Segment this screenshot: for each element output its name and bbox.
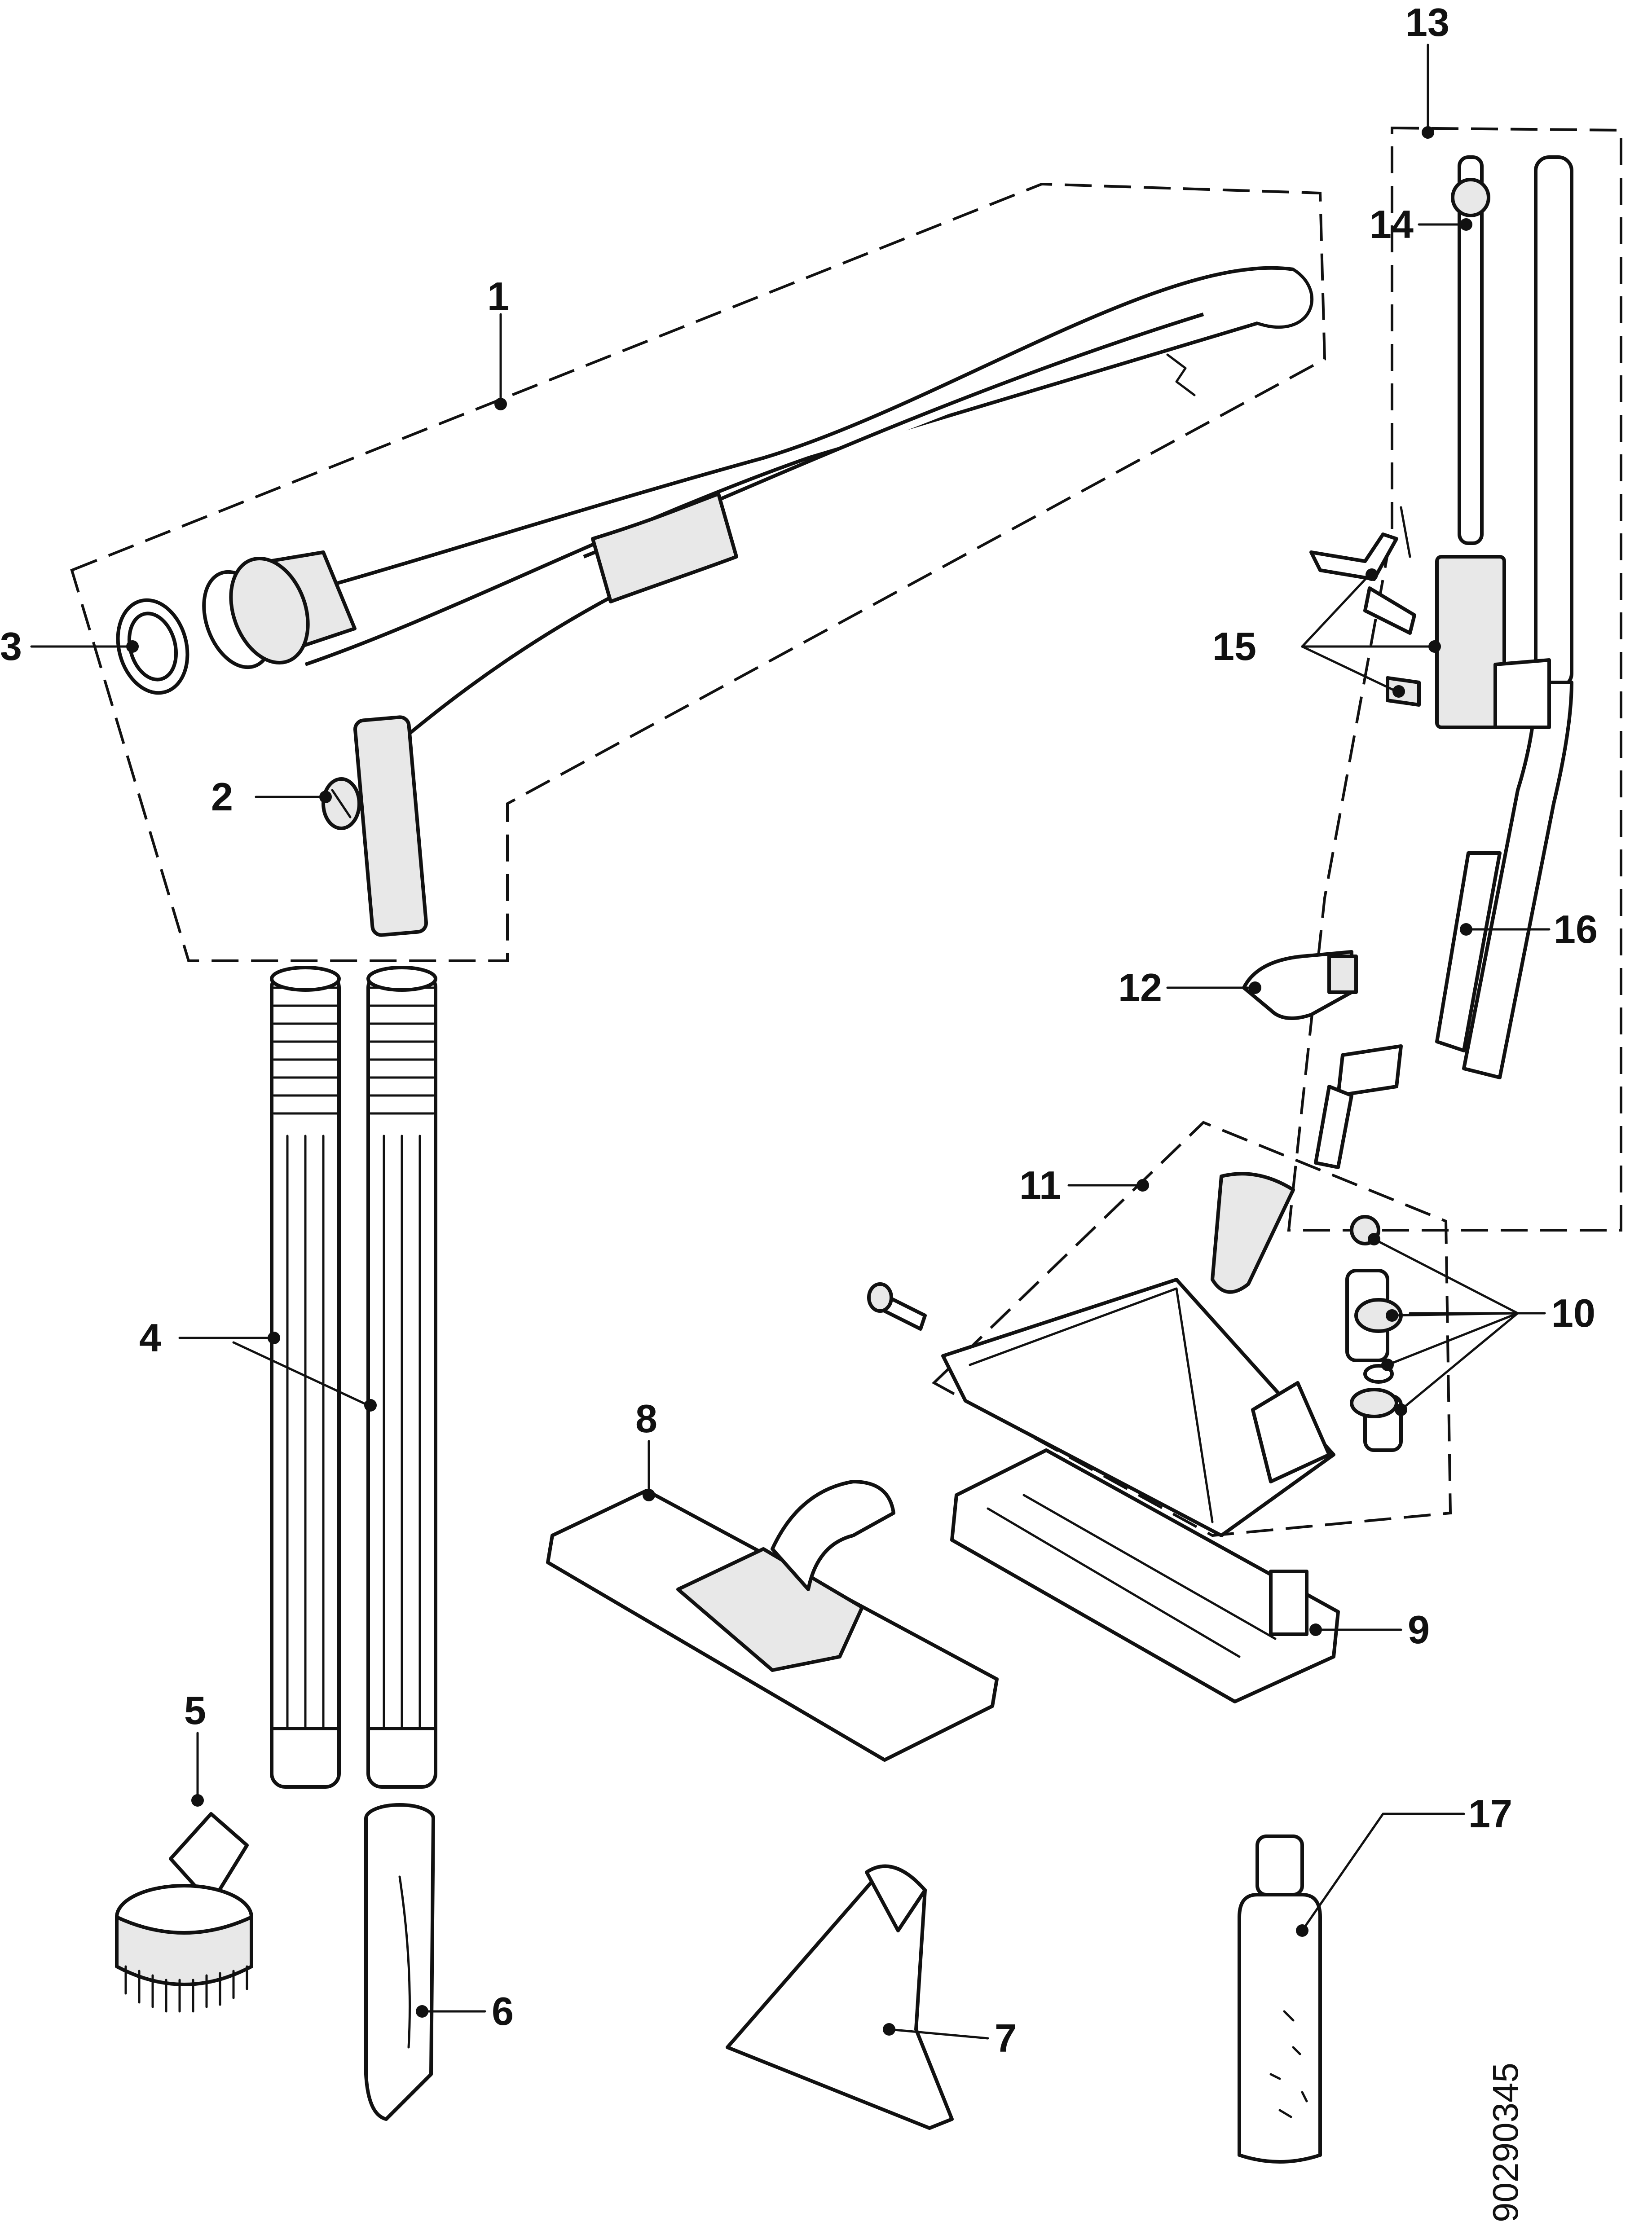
wand-assembly: [1314, 155, 1573, 1169]
shampoo-bottle: [1238, 1834, 1322, 2164]
document-number: 90290345: [1485, 2063, 1525, 2222]
callout-15: 15: [1212, 624, 1256, 669]
hose-assembly: [202, 266, 1314, 937]
callout-4: 4: [139, 1315, 161, 1360]
group-boundary-wand-assembly: [1287, 126, 1622, 1232]
screw: [867, 1282, 927, 1331]
dusting-brush: [115, 1812, 253, 2013]
callout-8: 8: [635, 1396, 657, 1441]
o-ring-part-3: [116, 598, 189, 695]
extension-wands: [270, 966, 437, 1789]
callout-13: 13: [1405, 0, 1449, 44]
callout-5: 5: [184, 1688, 206, 1733]
wand-ribs: [273, 986, 435, 1730]
trigger-hardware: [1309, 506, 1421, 707]
leader-lines: [30, 44, 1551, 2040]
callout-7: 7: [995, 2016, 1017, 2060]
floor-tool: [546, 1480, 999, 1762]
group-boundary-hose-assembly: [70, 182, 1326, 962]
upholstery-tool: [726, 1864, 954, 2130]
callout-labels: 1 2 3 4 5 6 7 8 9 10 11 12 13 14 15 16 1…: [0, 0, 1598, 2060]
callout-9: 9: [1408, 1607, 1430, 1652]
callout-10: 10: [1551, 1291, 1595, 1335]
callout-1: 1: [487, 274, 509, 318]
callout-2: 2: [211, 774, 233, 819]
callout-11: 11: [1019, 1163, 1061, 1207]
callout-16: 16: [1554, 907, 1598, 951]
clamp: [1242, 950, 1358, 1020]
nozzle-base: [950, 1448, 1340, 1703]
callout-14: 14: [1370, 202, 1414, 246]
crevice-tool: [364, 1803, 435, 2121]
callout-3: 3: [0, 624, 22, 669]
callout-12: 12: [1118, 965, 1162, 1010]
clip-part-2: [322, 777, 361, 830]
callout-17: 17: [1468, 1791, 1512, 1836]
carpet-nozzle: [941, 1172, 1335, 1537]
valve-fittings: [1345, 1215, 1403, 1452]
callout-6: 6: [492, 1989, 514, 2033]
